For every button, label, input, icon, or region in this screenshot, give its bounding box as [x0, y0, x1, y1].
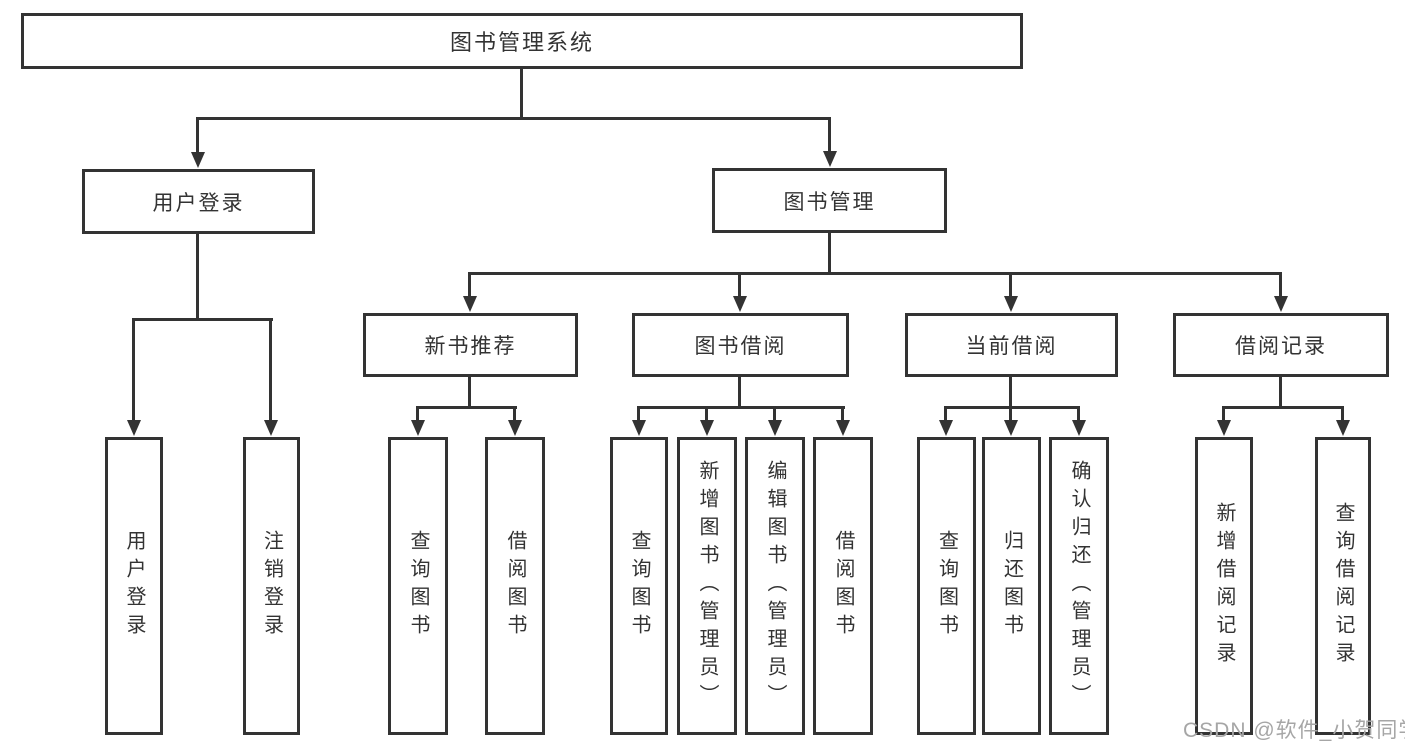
down-arrowhead-icon — [700, 420, 714, 436]
rail-borrow-records-children — [1223, 406, 1344, 409]
down-arrowhead-icon — [1217, 420, 1231, 436]
leaf-confirm-return-admin: 确认归还（管理员） — [1049, 437, 1109, 735]
connector-book-management-stem — [828, 233, 831, 274]
leaf-query-borrow-record: 查询借阅记录 — [1315, 437, 1371, 735]
node-book-management-label: 图书管理 — [783, 190, 876, 214]
connector-root-stem — [520, 69, 523, 118]
leaf-query-borrow-record-label: 查询借阅记录 — [1332, 502, 1354, 670]
leaf-borrow-books-borrow-label: 借阅图书 — [832, 530, 854, 642]
down-arrowhead-icon — [733, 296, 747, 312]
connector-book-borrow-stem — [738, 377, 741, 408]
down-arrowhead-icon — [127, 420, 141, 436]
leaf-query-books-borrow: 查询图书 — [610, 437, 668, 735]
node-borrow-records-label: 借阅记录 — [1235, 335, 1327, 358]
node-root-label: 图书管理系统 — [449, 30, 594, 55]
connector-to-current-borrow — [1009, 272, 1012, 298]
leaf-add-borrow-record-label: 新增借阅记录 — [1213, 502, 1235, 670]
node-book-borrow: 图书借阅 — [632, 313, 849, 377]
rail-level2 — [197, 117, 831, 120]
leaf-return-books: 归还图书 — [982, 437, 1041, 735]
down-arrowhead-icon — [823, 151, 837, 167]
rail-current-borrow-children — [945, 406, 1080, 409]
node-new-book-recommend: 新书推荐 — [363, 313, 578, 377]
down-arrowhead-icon — [191, 152, 205, 168]
connector-to-leaf-borrow-books-borrow — [841, 406, 844, 422]
connector-to-leaf-confirm-return — [1077, 406, 1080, 422]
node-current-borrow: 当前借阅 — [905, 313, 1118, 377]
leaf-query-books-current: 查询图书 — [917, 437, 976, 735]
node-user-login: 用户登录 — [82, 169, 315, 234]
connector-to-book-borrow — [738, 272, 741, 298]
leaf-query-books-borrow-label: 查询图书 — [628, 530, 650, 642]
node-root: 图书管理系统 — [21, 13, 1023, 69]
connector-to-leaf-logout — [269, 318, 272, 422]
down-arrowhead-icon — [1004, 296, 1018, 312]
connector-to-leaf-edit-books — [773, 406, 776, 422]
node-borrow-records: 借阅记录 — [1173, 313, 1389, 377]
connector-to-borrow-records — [1279, 272, 1282, 298]
node-current-borrow-label: 当前借阅 — [965, 335, 1058, 358]
leaf-query-books-recommend-label: 查询图书 — [407, 530, 429, 642]
connector-to-leaf-add-borrow-record — [1222, 406, 1225, 422]
down-arrowhead-icon — [1072, 420, 1086, 436]
connector-to-leaf-query-books-current — [944, 406, 947, 422]
node-book-management: 图书管理 — [712, 168, 947, 233]
connector-current-borrow-stem — [1009, 377, 1012, 408]
leaf-add-books-admin-label: 新增图书（管理员） — [696, 460, 718, 712]
rail-new-book-recommend-children — [417, 406, 517, 409]
down-arrowhead-icon — [1336, 420, 1350, 436]
down-arrowhead-icon — [1274, 296, 1288, 312]
leaf-add-borrow-record: 新增借阅记录 — [1195, 437, 1253, 735]
down-arrowhead-icon — [411, 420, 425, 436]
rail-book-borrow-children — [638, 406, 845, 409]
leaf-borrow-books-recommend: 借阅图书 — [485, 437, 545, 735]
connector-to-leaf-query-borrow-record — [1341, 406, 1344, 422]
connector-to-leaf-query-books-recommend — [416, 406, 419, 422]
leaf-user-login-label: 用户登录 — [123, 530, 145, 642]
leaf-edit-books-admin: 编辑图书（管理员） — [745, 437, 805, 735]
rail-level3 — [469, 272, 1282, 275]
leaf-query-books-recommend: 查询图书 — [388, 437, 448, 735]
node-new-book-recommend-label: 新书推荐 — [424, 335, 517, 358]
leaf-logout-label: 注销登录 — [260, 530, 283, 642]
connector-to-leaf-return-books — [1009, 406, 1012, 422]
leaf-logout: 注销登录 — [243, 437, 300, 735]
down-arrowhead-icon — [508, 420, 522, 436]
leaf-query-books-current-label: 查询图书 — [935, 530, 958, 642]
rail-user-login-children — [133, 318, 273, 321]
leaf-edit-books-admin-label: 编辑图书（管理员） — [764, 460, 786, 712]
down-arrowhead-icon — [1004, 420, 1018, 436]
leaf-confirm-return-admin-label: 确认归还（管理员） — [1068, 460, 1090, 712]
node-user-login-label: 用户登录 — [152, 191, 245, 215]
connector-to-leaf-borrow-books-recommend — [513, 406, 516, 422]
down-arrowhead-icon — [463, 296, 477, 312]
down-arrowhead-icon — [768, 420, 782, 436]
connector-to-new-book-recommend — [468, 272, 471, 298]
leaf-add-books-admin: 新增图书（管理员） — [677, 437, 737, 735]
connector-to-user-login — [196, 117, 199, 154]
down-arrowhead-icon — [264, 420, 278, 436]
connector-to-leaf-query-books-borrow — [637, 406, 640, 422]
connector-borrow-records-stem — [1279, 377, 1282, 408]
leaf-return-books-label: 归还图书 — [1000, 530, 1023, 642]
down-arrowhead-icon — [632, 420, 646, 436]
connector-to-leaf-add-books — [705, 406, 708, 422]
leaf-borrow-books-borrow: 借阅图书 — [813, 437, 873, 735]
leaf-user-login: 用户登录 — [105, 437, 163, 735]
node-book-borrow-label: 图书借阅 — [694, 335, 787, 358]
connector-new-book-recommend-stem — [468, 377, 471, 408]
csdn-watermark: CSDN @软件_小贺同学 — [1183, 719, 1405, 742]
leaf-borrow-books-recommend-label: 借阅图书 — [504, 530, 526, 642]
connector-user-login-stem — [196, 234, 199, 320]
down-arrowhead-icon — [939, 420, 953, 436]
connector-to-book-management — [828, 117, 831, 153]
down-arrowhead-icon — [836, 420, 850, 436]
connector-to-leaf-user-login — [132, 318, 135, 422]
